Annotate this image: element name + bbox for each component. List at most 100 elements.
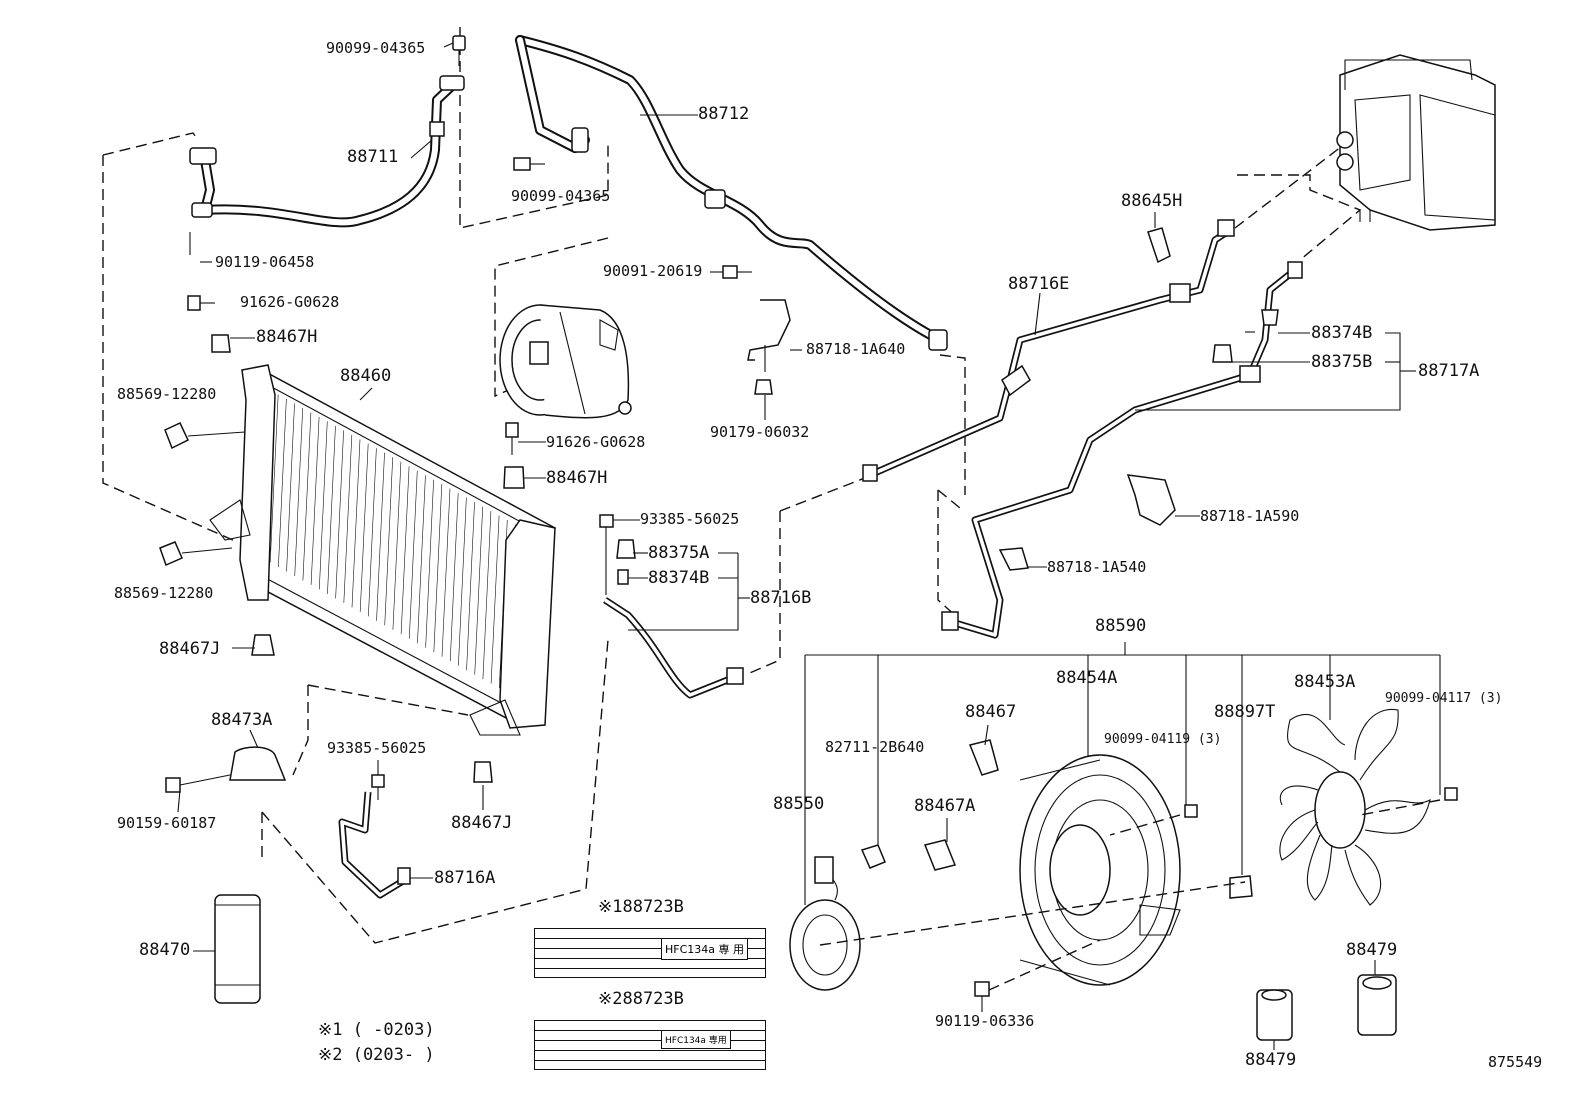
condenser-fin bbox=[384, 457, 394, 626]
fan-blade-88453A bbox=[1279, 708, 1431, 906]
condenser-fin bbox=[269, 394, 279, 563]
pipe-88717A bbox=[941, 261, 1303, 639]
label-91626-G0628-b: 91626-G0628 bbox=[546, 433, 646, 451]
clip-88569-12280-a bbox=[164, 422, 189, 450]
label-88467H-b: 88467H bbox=[546, 468, 608, 488]
condenser-fin bbox=[318, 421, 328, 590]
label-90099-04117: 90099-04117 (3) bbox=[1385, 691, 1503, 706]
label-82711-2B640: 82711-2B640 bbox=[825, 738, 925, 756]
condenser-fin bbox=[351, 439, 361, 608]
plate-1-tag: HFC134a 専 用 bbox=[661, 938, 749, 960]
plate-2-tag: HFC134a 専用 bbox=[661, 1030, 731, 1049]
label-88897T: 88897T bbox=[1214, 702, 1276, 722]
label-88718-1A640: 88718-1A640 bbox=[806, 340, 906, 358]
condenser-fin bbox=[417, 475, 426, 644]
cushion-88467J-a bbox=[251, 634, 275, 656]
label-90099-04365-a: 90099-04365 bbox=[326, 39, 426, 57]
label-88718-1A590: 88718-1A590 bbox=[1200, 507, 1300, 525]
label-88717A: 88717A bbox=[1418, 361, 1480, 381]
label-90099-04119: 90099-04119 (3) bbox=[1104, 732, 1222, 747]
label-90099-04365-b: 90099-04365 bbox=[511, 187, 611, 205]
note-1: ※1 ( -0203) bbox=[318, 1020, 435, 1040]
label-93385-56025-a: 93385-56025 bbox=[640, 510, 740, 528]
receiver-drier bbox=[214, 894, 261, 1004]
condenser-fin bbox=[392, 461, 402, 630]
label-88569-12280-a: 88569-12280 bbox=[117, 385, 217, 403]
pipe-88716A bbox=[338, 774, 411, 899]
label-88467J-a: 88467J bbox=[159, 639, 221, 659]
bracket-88718-1A540 bbox=[998, 547, 1029, 571]
label-88550: 88550 bbox=[773, 794, 825, 814]
condenser-fin bbox=[376, 452, 385, 621]
label-88454A: 88454A bbox=[1056, 668, 1118, 688]
label-90159-60187: 90159-60187 bbox=[117, 814, 217, 832]
label-88374B-a: 88374B bbox=[648, 568, 710, 588]
bracket-88718-1A640 bbox=[722, 265, 791, 395]
condenser-fin bbox=[310, 416, 320, 585]
evaporator-unit bbox=[1336, 54, 1496, 231]
cushion-88467J-b bbox=[473, 761, 493, 783]
condenser bbox=[209, 364, 556, 736]
label-88460: 88460 bbox=[340, 366, 392, 386]
pipe-88716E bbox=[862, 219, 1235, 482]
condenser-fin bbox=[449, 493, 459, 662]
condenser-fin bbox=[466, 502, 475, 671]
label-88374B-b: 88374B bbox=[1311, 323, 1373, 343]
clip-88569-12280-b bbox=[159, 541, 183, 567]
condenser-fin bbox=[368, 448, 377, 617]
cap-88479-a bbox=[1256, 989, 1293, 1041]
label-93385-56025-b: 93385-56025 bbox=[327, 739, 427, 757]
note-2: ※2 (0203- ) bbox=[318, 1045, 435, 1065]
condenser-fin bbox=[335, 430, 344, 599]
fan-small-parts bbox=[819, 739, 1458, 997]
label-90119-06336: 90119-06336 bbox=[935, 1012, 1035, 1030]
bracket-88473A bbox=[165, 746, 287, 793]
label-88479-a: 88479 bbox=[1245, 1050, 1297, 1070]
label-188723B: ※188723B bbox=[598, 897, 684, 917]
condenser-fin bbox=[474, 506, 484, 675]
cap-88479-b bbox=[1357, 974, 1397, 1036]
label-90119-06458: 90119-06458 bbox=[215, 253, 315, 271]
fan-shroud bbox=[1019, 754, 1181, 986]
bolt-90099-04365-b bbox=[513, 157, 545, 171]
condenser-fin bbox=[286, 403, 295, 572]
label-88716B: 88716B bbox=[750, 588, 812, 608]
leader-lines bbox=[177, 42, 1416, 1050]
label-88467J-b: 88467J bbox=[451, 813, 513, 833]
compressor bbox=[499, 304, 632, 419]
hose-88712 bbox=[515, 35, 948, 351]
label-88470: 88470 bbox=[139, 940, 191, 960]
caution-label-plate-2: HFC134a 専用 bbox=[534, 1020, 766, 1070]
hose-88711 bbox=[189, 35, 466, 228]
condenser-fin bbox=[278, 398, 287, 567]
label-88711: 88711 bbox=[347, 147, 399, 167]
label-88473A: 88473A bbox=[211, 710, 273, 730]
label-88479-b: 88479 bbox=[1346, 940, 1398, 960]
bracket-88718-1A590 bbox=[1126, 474, 1176, 526]
label-88467H-a: 88467H bbox=[256, 327, 318, 347]
label-88718-1A540: 88718-1A540 bbox=[1047, 558, 1147, 576]
caution-label-plate-1: HFC134a 専 用 bbox=[534, 928, 766, 978]
label-88716E: 88716E bbox=[1008, 274, 1070, 294]
figure-number: 875549 bbox=[1488, 1053, 1543, 1071]
condenser-fin bbox=[441, 488, 451, 657]
condenser-fin bbox=[343, 434, 353, 603]
label-88590: 88590 bbox=[1095, 616, 1147, 636]
condenser-fin bbox=[327, 425, 336, 594]
label-88712: 88712 bbox=[698, 104, 750, 124]
cushion-88467H-b bbox=[503, 422, 525, 489]
label-88467A: 88467A bbox=[914, 796, 976, 816]
fan-motor-88550 bbox=[789, 856, 861, 991]
label-88453A: 88453A bbox=[1294, 672, 1356, 692]
condenser-fin bbox=[408, 470, 418, 639]
label-88375B: 88375B bbox=[1311, 352, 1373, 372]
label-88716A: 88716A bbox=[434, 868, 496, 888]
condenser-fin bbox=[359, 443, 369, 612]
pipe-88716B bbox=[599, 514, 744, 699]
label-91626-G0628-a: 91626-G0628 bbox=[240, 293, 340, 311]
label-90179-06032: 90179-06032 bbox=[710, 423, 810, 441]
condenser-fin bbox=[433, 484, 443, 653]
label-88645H: 88645H bbox=[1121, 191, 1183, 211]
